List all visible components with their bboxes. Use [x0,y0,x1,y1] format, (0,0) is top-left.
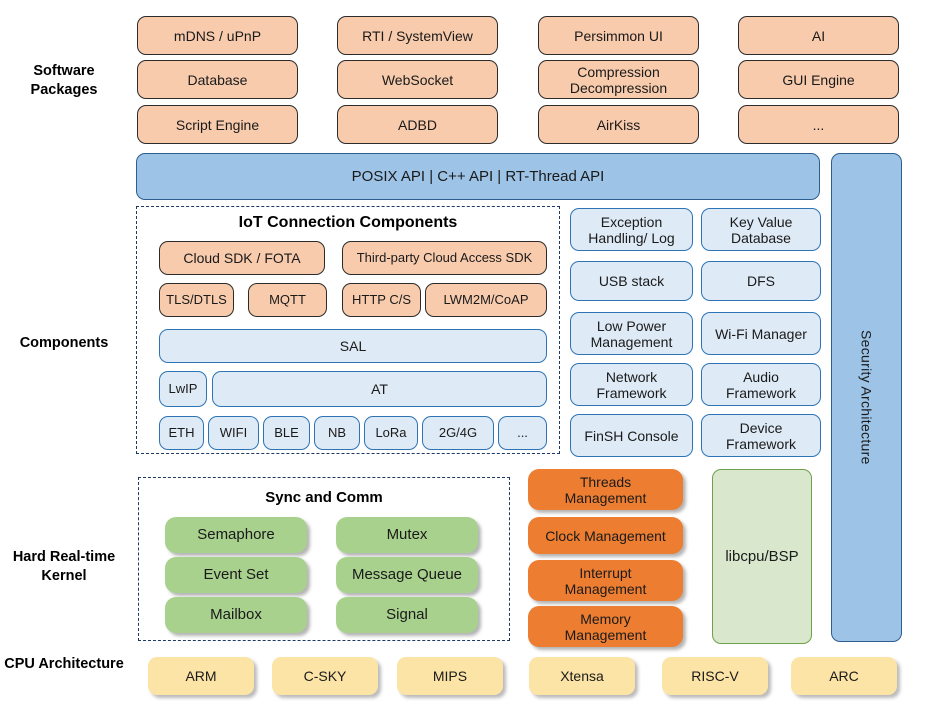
package-gui-engine[interactable]: GUI Engine [738,60,899,99]
libcpu-bsp[interactable]: libcpu/BSP [712,469,812,644]
package-websocket[interactable]: WebSocket [337,60,498,99]
iot-lwm2m-coap[interactable]: LWM2M/CoAP [425,283,547,317]
package-ai[interactable]: AI [738,16,899,55]
kernel-event-set[interactable]: Event Set [165,557,307,593]
iot-link-eth[interactable]: ETH [159,416,204,450]
package-adbd[interactable]: ADBD [337,105,498,144]
kernel-interrupt-management[interactable]: Interrupt Management [528,560,683,601]
component-low-power-management[interactable]: Low Power Management [570,312,693,355]
iot-connection-group-title: IoT Connection Components [238,214,458,231]
security-architecture-bar[interactable]: Security Architecture [831,153,902,642]
package-compression[interactable]: Compression Decompression [538,60,699,99]
component-wifi-manager[interactable]: Wi-Fi Manager [701,312,821,355]
iot-link-wifi[interactable]: WIFI [208,416,259,450]
cpu-risc-v[interactable]: RISC-V [662,657,768,695]
iot-third-party-cloud-sdk[interactable]: Third-party Cloud Access SDK [342,241,547,275]
row-label-cpu-architecture: CPU Architecture [4,656,124,672]
package-more[interactable]: ... [738,105,899,144]
iot-link-ble[interactable]: BLE [263,416,310,450]
iot-link-more[interactable]: ... [498,416,547,450]
iot-sal[interactable]: SAL [159,329,547,363]
security-architecture-label: Security Architecture [858,330,875,465]
cpu-mips[interactable]: MIPS [397,657,503,695]
row-label-components: Components [19,335,109,351]
cpu-arc[interactable]: ARC [791,657,897,695]
kernel-mutex[interactable]: Mutex [336,517,478,553]
kernel-mailbox[interactable]: Mailbox [165,597,307,633]
iot-at[interactable]: AT [212,371,547,407]
kernel-threads-management[interactable]: Threads Management [528,469,683,510]
kernel-clock-management[interactable]: Clock Management [528,517,683,554]
api-layer-bar[interactable]: POSIX API | C++ API | RT-Thread API [136,153,820,200]
row-label-software-packages: Software Packages [30,63,98,98]
iot-lwip[interactable]: LwIP [159,371,207,407]
package-airkiss[interactable]: AirKiss [538,105,699,144]
kernel-signal[interactable]: Signal [336,597,478,633]
iot-link-2g-4g[interactable]: 2G/4G [422,416,494,450]
iot-mqtt[interactable]: MQTT [248,283,327,317]
cpu-c-sky[interactable]: C-SKY [272,657,378,695]
iot-connection-group [136,206,560,454]
component-device-framework[interactable]: Device Framework [701,414,821,457]
package-script-engine[interactable]: Script Engine [137,105,298,144]
package-persimmon-ui[interactable]: Persimmon UI [538,16,699,55]
kernel-semaphore[interactable]: Semaphore [165,517,307,553]
package-mdns-upnp[interactable]: mDNS / uPnP [137,16,298,55]
component-finsh-console[interactable]: FinSH Console [570,414,693,457]
component-exception-handling-log[interactable]: Exception Handling/ Log [570,208,693,251]
row-label-hard-real-time-kernel: Hard Real-time Kernel [12,549,116,584]
iot-link-lora[interactable]: LoRa [364,416,418,450]
kernel-message-queue[interactable]: Message Queue [336,557,478,593]
component-dfs[interactable]: DFS [701,261,821,301]
cpu-xtensa[interactable]: Xtensa [529,657,635,695]
package-database[interactable]: Database [137,60,298,99]
iot-cloud-sdk-fota[interactable]: Cloud SDK / FOTA [159,241,325,275]
iot-http-cs[interactable]: HTTP C/S [342,283,421,317]
sync-and-comm-group [138,477,510,641]
iot-link-nb[interactable]: NB [314,416,360,450]
package-rti-systemview[interactable]: RTI / SystemView [337,16,498,55]
cpu-arm[interactable]: ARM [148,657,254,695]
component-audio-framework[interactable]: Audio Framework [701,363,821,406]
sync-and-comm-group-title: Sync and Comm [265,489,383,506]
component-network-framework[interactable]: Network Framework [570,363,693,406]
kernel-memory-management[interactable]: Memory Management [528,606,683,647]
component-key-value-database[interactable]: Key Value Database [701,208,821,251]
iot-tls-dtls[interactable]: TLS/DTLS [159,283,234,317]
component-usb-stack[interactable]: USB stack [570,261,693,301]
